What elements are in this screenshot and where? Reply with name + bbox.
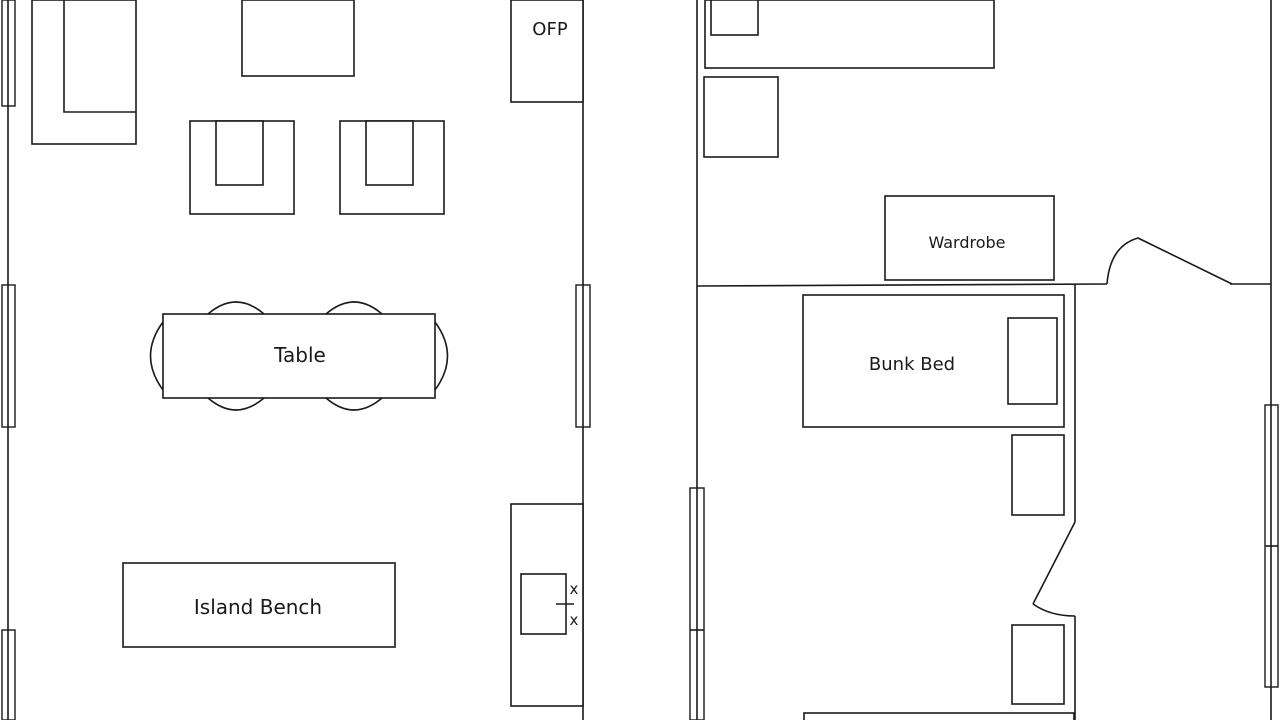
dining-chair bbox=[207, 397, 265, 411]
sofa-seat bbox=[63, 0, 136, 113]
dining-chair bbox=[434, 321, 449, 391]
wardrobe-label: Wardrobe bbox=[928, 233, 1005, 252]
tap-mark: x bbox=[570, 580, 579, 598]
tap-mark: x bbox=[570, 611, 579, 629]
partition-wall bbox=[696, 283, 1108, 287]
right-rooms: Wardrobe Bunk Bed bbox=[689, 0, 1279, 720]
dining-table bbox=[162, 313, 436, 399]
armchair-seat bbox=[215, 120, 264, 186]
ofp-unit bbox=[510, 0, 584, 103]
wardrobe bbox=[884, 195, 1055, 281]
dining-chair bbox=[325, 301, 383, 315]
ofp-label: OFP bbox=[532, 19, 568, 40]
bunk-bed-label: Bunk Bed bbox=[869, 354, 955, 375]
island-bench-label: Island Bench bbox=[194, 595, 322, 619]
table-label: Table bbox=[273, 343, 326, 367]
pillow bbox=[1007, 317, 1058, 405]
bedside-table bbox=[703, 76, 779, 158]
cabinet bbox=[241, 0, 355, 77]
sofa bbox=[31, 0, 137, 145]
island-bench bbox=[122, 562, 396, 648]
pillow bbox=[710, 0, 759, 36]
door-swing bbox=[1106, 237, 1233, 285]
bedside-table bbox=[1011, 434, 1065, 516]
armchair-seat bbox=[365, 120, 414, 186]
door-leaf bbox=[1032, 521, 1076, 605]
left-room: OFP Table Island Bench x x bbox=[1, 0, 591, 720]
bedside-table bbox=[1011, 624, 1065, 705]
door-swing bbox=[1032, 603, 1076, 617]
dining-chair bbox=[207, 301, 265, 315]
bed bbox=[803, 712, 1075, 720]
dining-chairs bbox=[149, 301, 449, 411]
dining-chair bbox=[325, 397, 383, 411]
dining-chair bbox=[149, 321, 164, 391]
